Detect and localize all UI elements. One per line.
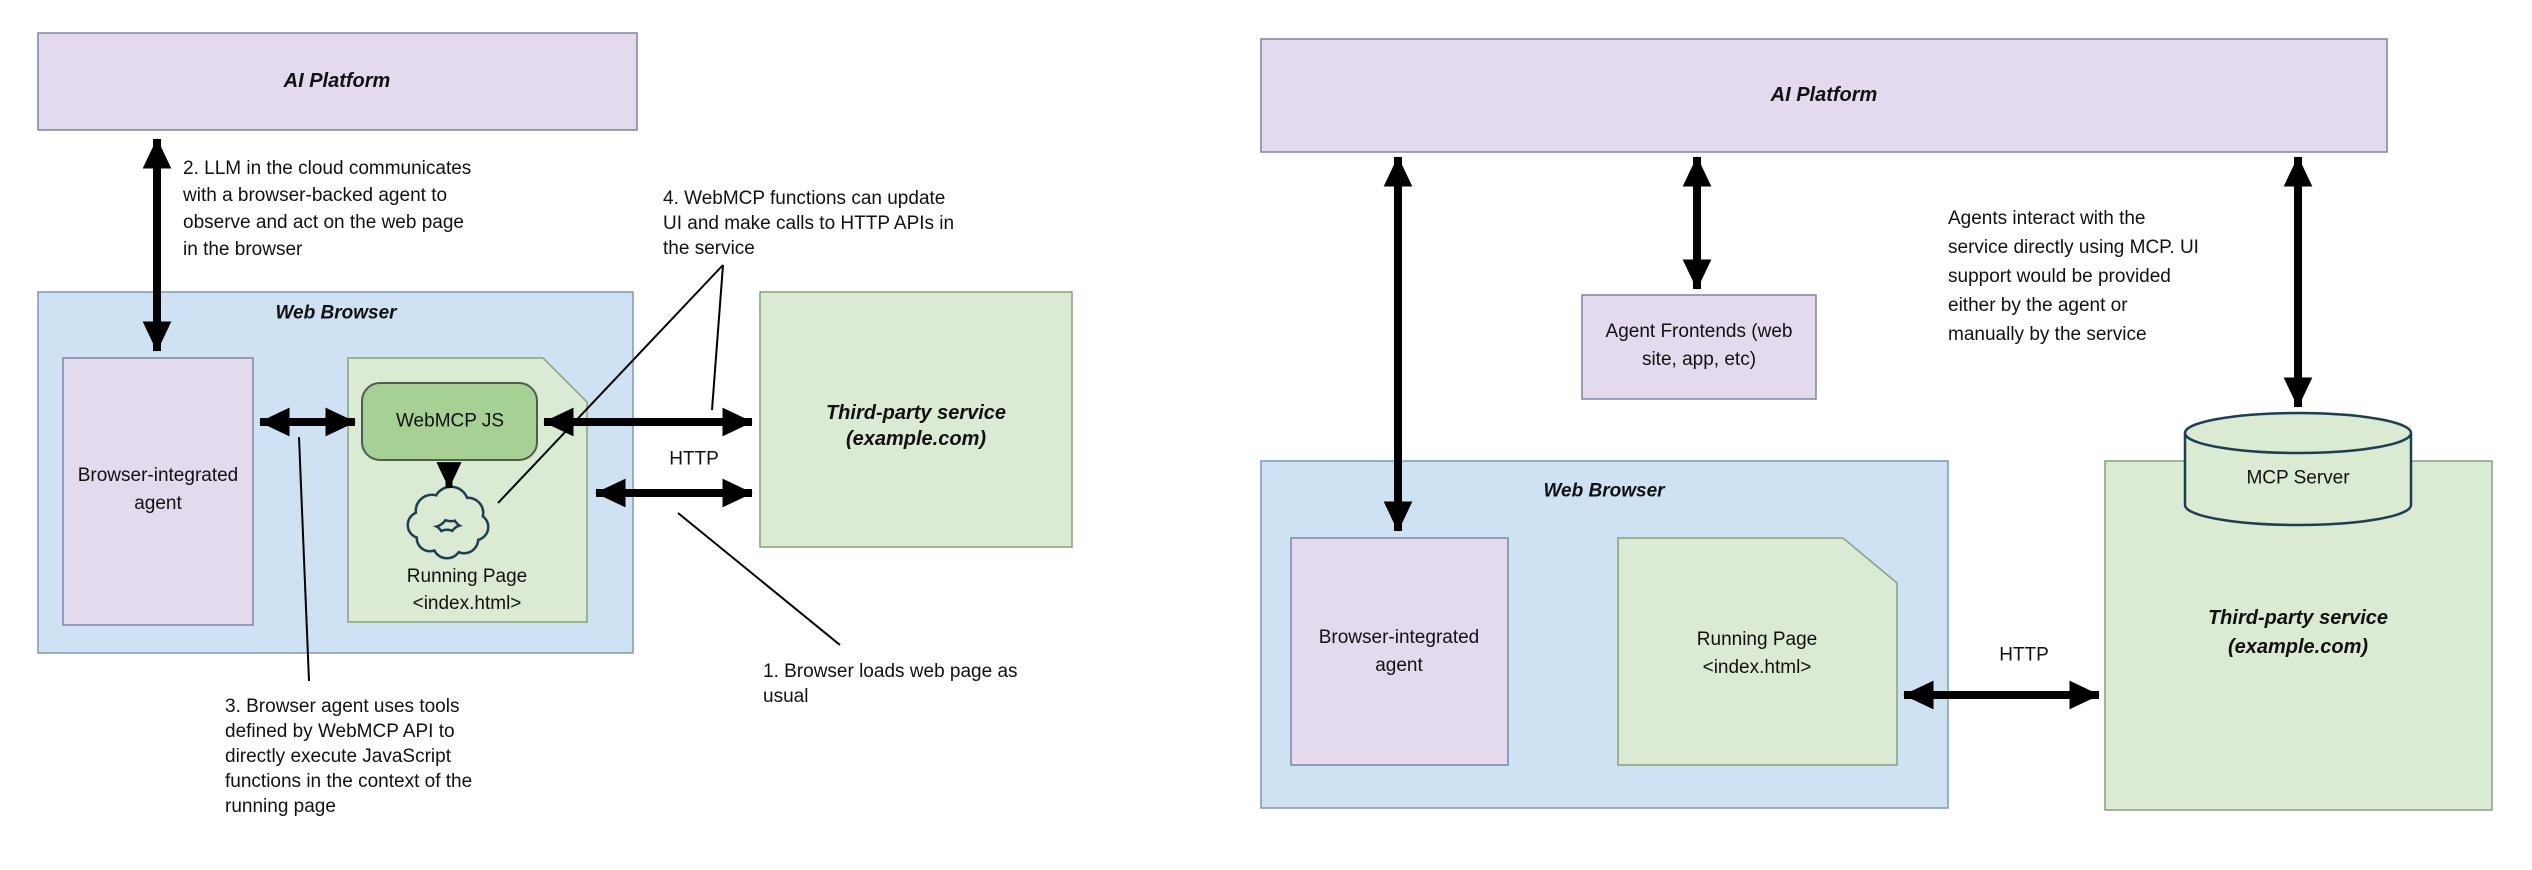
pointer-arrow-to-note1 xyxy=(677,512,841,646)
right-running-page-shape xyxy=(1617,537,1898,766)
left-note-tools: 3. Browser agent uses tools defined by W… xyxy=(225,696,473,817)
left-third-party-box xyxy=(759,291,1073,548)
left-note-webmcp: 4. WebMCP functions can update UI and ma… xyxy=(663,188,955,259)
right-browser-agent-box xyxy=(1290,537,1509,766)
right-running-page-label: Running Page <index.html> xyxy=(1696,629,1818,678)
left-webmcp-js-label: WebMCP JS xyxy=(395,410,505,432)
left-note-llm: 2. LLM in the cloud communicates with a … xyxy=(183,158,472,260)
left-webmcp-js-box xyxy=(361,382,538,461)
cloud-icon xyxy=(406,485,490,560)
right-http-label: HTTP xyxy=(1999,644,2049,666)
right-mcp-server-label: MCP Server xyxy=(2246,467,2350,489)
left-browser-agent-label: Browser-integrated agent xyxy=(77,465,239,514)
pointer-arrow-to-note3 xyxy=(298,436,310,682)
left-note-loads: 1. Browser loads web page as usual xyxy=(763,661,1018,707)
left-third-party-label: Third-party service (example.com) xyxy=(825,402,1007,450)
right-web-browser-title: Web Browser xyxy=(1543,480,1665,502)
right-note-mcp: Agents interact with the service directl… xyxy=(1948,208,2199,345)
left-running-page-label: Running Page <index.html> xyxy=(406,566,528,614)
pointer-note4-to-cloud xyxy=(497,264,724,504)
right-agent-frontends-label: Agent Frontends (web site, app, etc) xyxy=(1605,321,1793,370)
pointer-note4-to-arrow xyxy=(711,264,724,411)
right-agent-frontends-box xyxy=(1581,294,1817,400)
left-http-label: HTTP xyxy=(669,448,719,470)
right-ai-platform-box xyxy=(1260,38,2388,153)
left-browser-agent-box xyxy=(62,357,254,626)
left-ai-platform-box xyxy=(37,32,638,131)
right-ai-platform-title: AI Platform xyxy=(1770,84,1878,106)
mcp-server-cylinder xyxy=(2183,411,2413,527)
left-ai-platform-title: AI Platform xyxy=(283,70,391,92)
left-web-browser-title: Web Browser xyxy=(275,302,397,324)
right-third-party-label: Third-party service (example.com) xyxy=(2207,607,2389,658)
right-browser-agent-label: Browser-integrated agent xyxy=(1318,627,1480,676)
